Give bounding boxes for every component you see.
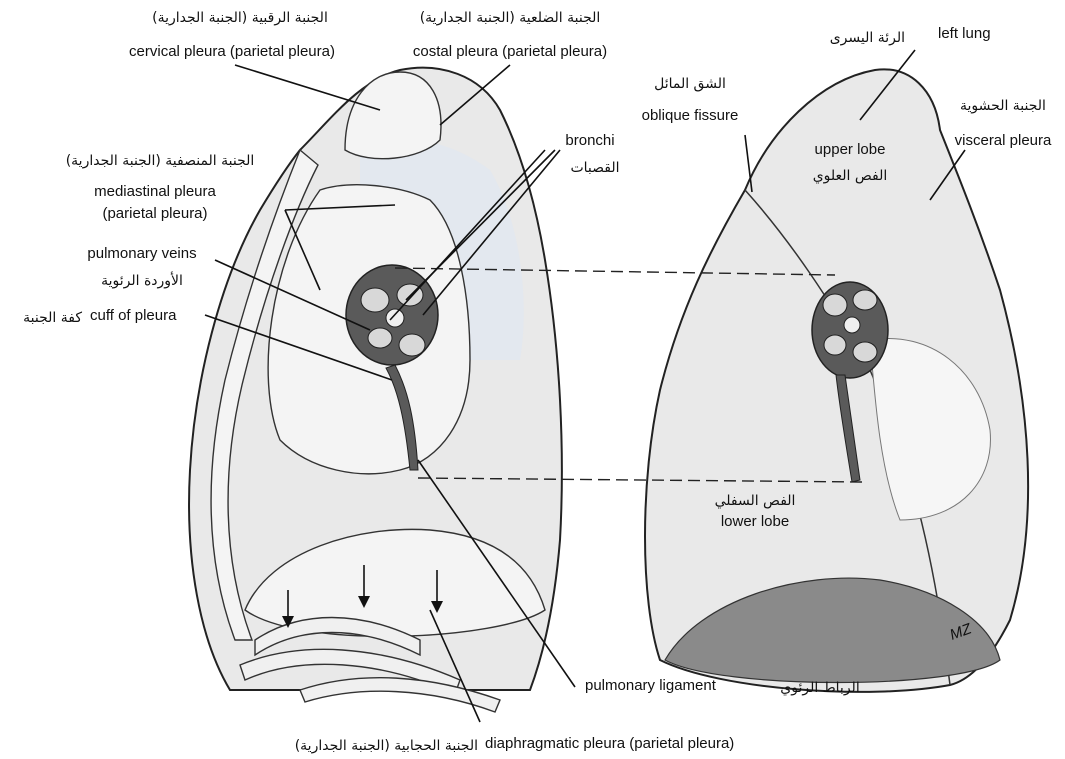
upper-lobe-label-ar: الفص العلوي [813,168,888,184]
mediastinal-pleura-label-ar: الجنبة المنصفية (الجنبة الجدارية) [66,153,255,169]
cuff-of-pleura-label: cuff of pleura [90,307,177,324]
lower-lobe-label-ar: الفص السفلي [715,493,796,509]
cervical-pleura-label-ar: الجنبة الرقبية (الجنبة الجدارية) [152,10,328,26]
mediastinal-pleura-sublabel: (parietal pleura) [102,205,207,222]
pulmonary-ligament-label-ar: الرباط الرئوي [780,680,859,696]
pulmonary-ligament-label: pulmonary ligament [585,677,717,694]
left-lung-label: left lung [938,25,991,42]
oblique-fissure-label: oblique fissure [642,107,739,124]
diaphragmatic-pleura-label: diaphragmatic pleura (parietal pleura) [485,735,734,752]
visceral-pleura-label-ar: الجنبة الحشوية [960,98,1046,114]
pulmonary-veins-label: pulmonary veins [87,245,196,262]
mediastinal-pleura-label: mediastinal pleura [94,183,216,200]
upper-lobe-label: upper lobe [815,141,886,158]
cervical-dome [345,72,441,159]
left-lung-label-ar: الرئة اليسرى [830,30,905,46]
visceral-pleura-label: visceral pleura [955,132,1052,149]
costal-pleura-label: costal pleura (parietal pleura) [413,43,607,60]
bronchi-label-ar: القصبات [570,160,619,176]
pulmonary-veins-label-ar: الأوردة الرئوية [101,271,183,289]
costal-pleura-label-ar: الجنبة الضلعية (الجنبة الجدارية) [420,10,601,26]
diaphragmatic-pleura-label-ar: الجنبة الحجابية (الجنبة الجدارية) [295,738,478,754]
cervical-pleura-label: cervical pleura (parietal pleura) [129,43,335,60]
lung-figure: MZ [645,69,1028,692]
lower-lobe-label: lower lobe [721,513,789,530]
bronchi-label: bronchi [565,132,614,149]
oblique-fissure-label-ar: الشق المائل [654,76,726,92]
cuff-of-pleura-label-ar: كفة الجنبة [23,310,82,326]
